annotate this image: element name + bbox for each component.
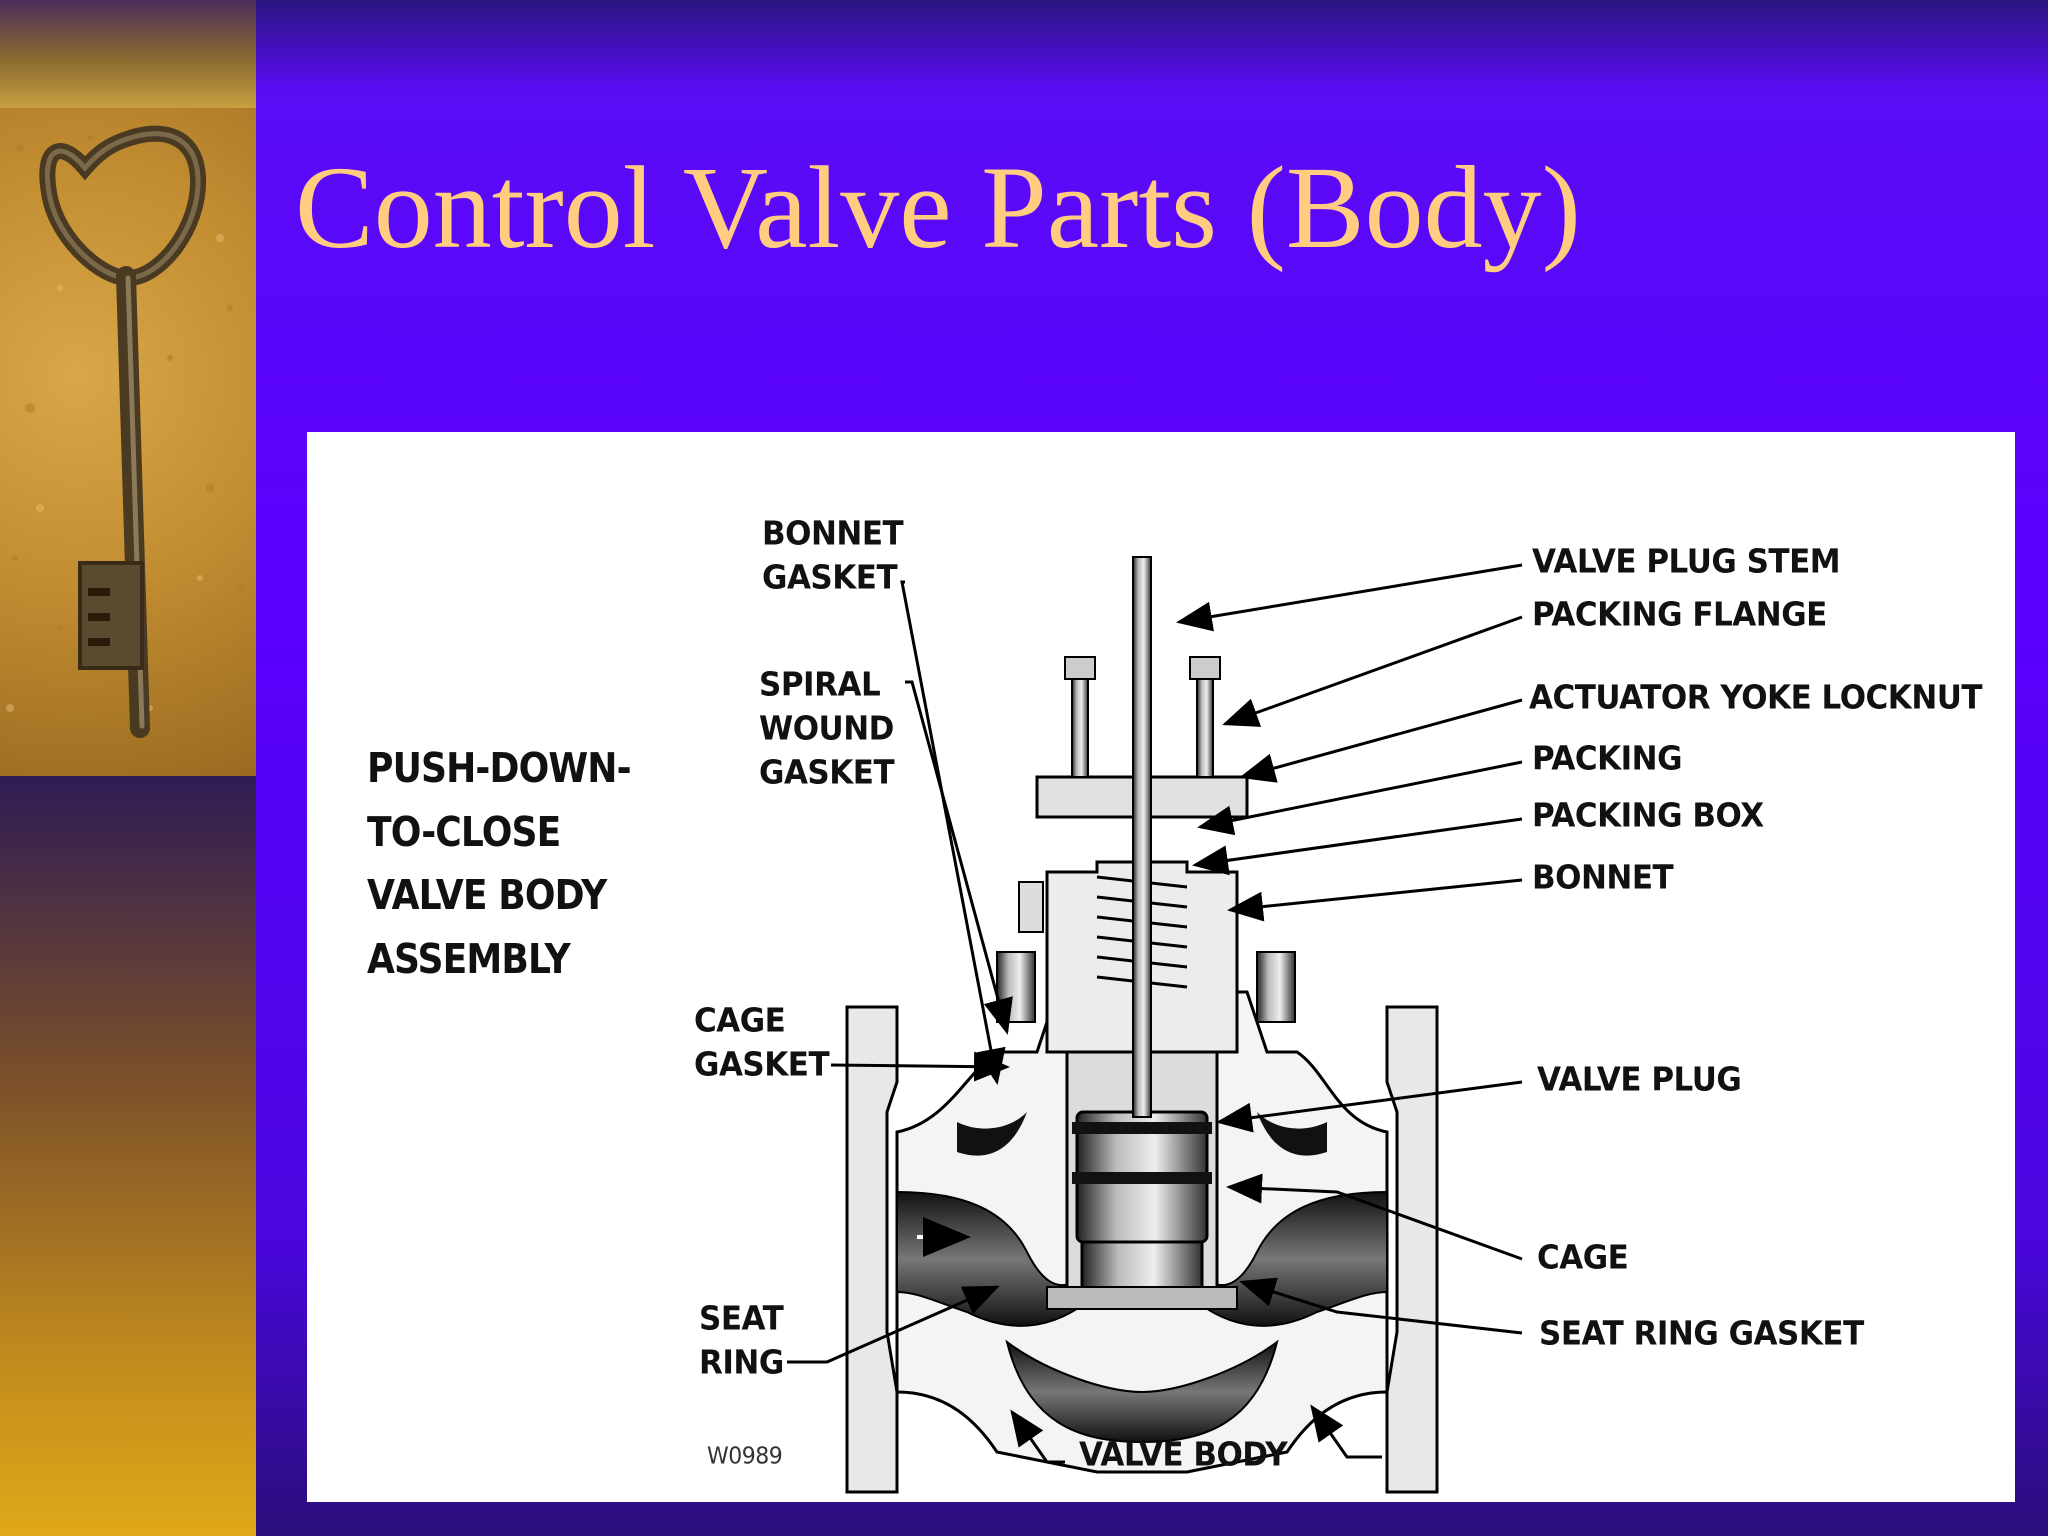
label-cage-gasket: CAGE GASKET (694, 1002, 830, 1084)
label-seat-ring-gasket: SEAT RING GASKET (1539, 1315, 1864, 1353)
valve-diagram-panel: PUSH-DOWN- TO-CLOSE VALVE BODY ASSEMBLY … (307, 432, 2015, 1502)
slide-title: Control Valve Parts (Body) (295, 142, 1581, 273)
label-valve-body: VALVE BODY (1079, 1436, 1288, 1474)
label-seat-ring: SEAT RING (699, 1300, 784, 1382)
antique-key-image (0, 108, 256, 776)
label-spiral-wound-gasket: SPIRAL WOUND GASKET (759, 665, 895, 792)
label-valve-plug-stem: VALVE PLUG STEM (1532, 543, 1841, 581)
label-actuator-yoke-locknut: ACTUATOR YOKE LOCKNUT (1529, 679, 1983, 717)
sidebar-decoration (0, 0, 256, 1536)
valve-cross-section-drawing (787, 556, 1523, 1494)
label-packing-box: PACKING BOX (1532, 797, 1764, 835)
drawing-code: W0989 (707, 1443, 783, 1470)
sidebar-top-band (0, 0, 256, 108)
label-packing-flange: PACKING FLANGE (1532, 596, 1827, 634)
label-packing: PACKING (1532, 740, 1683, 778)
assembly-title: PUSH-DOWN- TO-CLOSE VALVE BODY ASSEMBLY (367, 744, 632, 983)
label-valve-plug: VALVE PLUG (1537, 1061, 1742, 1099)
label-bonnet-gasket: BONNET GASKET (762, 515, 904, 597)
label-bonnet: BONNET (1532, 859, 1674, 897)
label-cage: CAGE (1537, 1239, 1629, 1277)
